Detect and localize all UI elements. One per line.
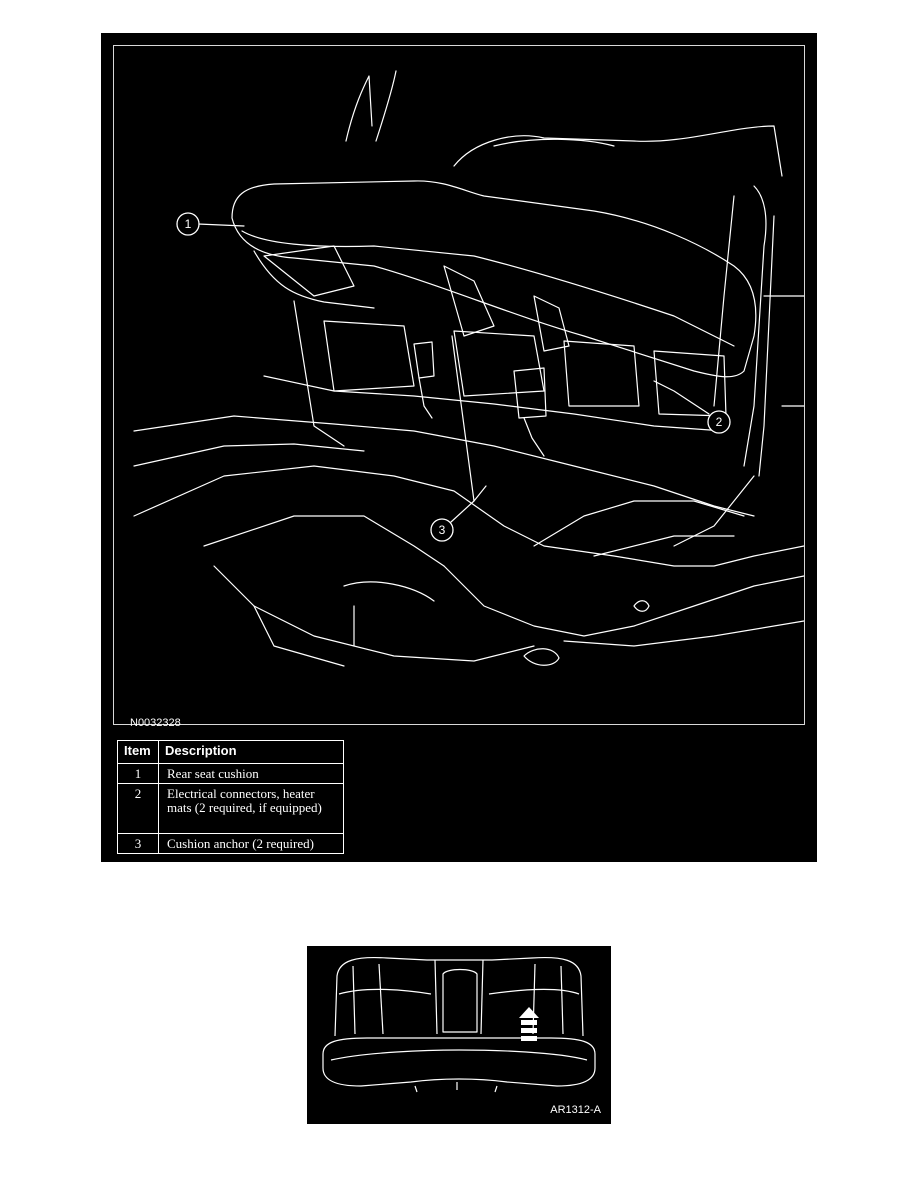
legend-table: Item Description 1 Rear seat cushion 2 E… [117, 740, 344, 854]
legend-row: 1 Rear seat cushion [117, 763, 344, 784]
legend-header-row: Item Description [117, 740, 344, 764]
figure-code: N0032328 [130, 717, 181, 729]
callout-1 [176, 212, 200, 236]
figure-seat-removal: 1 2 3 N0032328 Item Description 1 Rear s… [101, 33, 817, 862]
legend-row: 2 Electrical connectors, heater mats (2 … [117, 783, 344, 834]
callout-2 [707, 410, 731, 434]
legend-item-number: 1 [117, 763, 159, 784]
legend-item-description: Rear seat cushion [158, 763, 344, 784]
callout-2-label: 2 [716, 415, 723, 429]
arrow-up-icon [519, 1007, 539, 1041]
figure-code: AR1312-A [550, 1104, 601, 1116]
figure-seat-orientation: AR1312-A [307, 946, 611, 1124]
rear-seat-cushion-illustration: 1 2 3 [133, 70, 804, 667]
legend-header-description: Description [158, 740, 344, 764]
legend-row: 3 Cushion anchor (2 required) [117, 833, 344, 854]
callout-3 [430, 518, 454, 542]
illustration-frame: 1 2 3 N0032328 [113, 45, 805, 729]
legend-item-description: Cushion anchor (2 required) [158, 833, 344, 854]
legend-item-number: 2 [117, 783, 159, 834]
callout-3-label: 3 [439, 523, 446, 537]
legend-item-number: 3 [117, 833, 159, 854]
rear-seat-illustration [322, 956, 596, 1093]
callout-1-label: 1 [185, 217, 192, 231]
legend-header-item: Item [117, 740, 159, 764]
legend-item-description: Electrical connectors, heater mats (2 re… [158, 783, 344, 834]
